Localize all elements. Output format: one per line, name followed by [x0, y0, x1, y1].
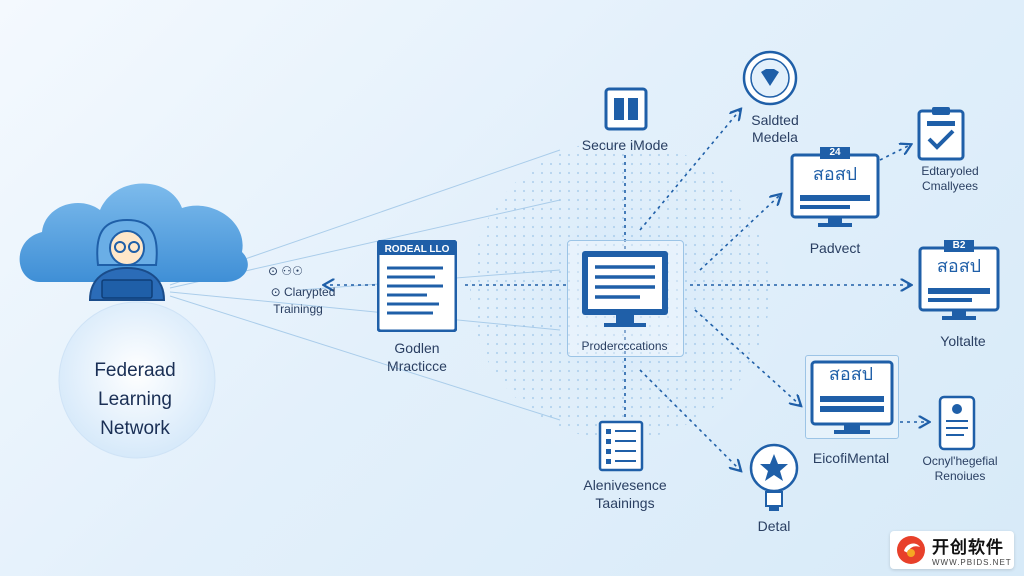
watermark-brand: 开创软件 [932, 538, 1004, 557]
hub-title-line-2: Learning [98, 389, 172, 410]
cloud-icon [19, 183, 248, 459]
training-label: Trainingg [273, 302, 323, 316]
clipboard-check-icon [915, 105, 967, 161]
monitor3-code: สอสป [828, 364, 874, 384]
golden-label: Godlen [394, 340, 440, 356]
monitor2-code: สอสป [936, 256, 982, 276]
emallyees-label: Cmallyees [921, 179, 978, 193]
encrypted-label: ⊙ Clarypted [270, 285, 336, 299]
hub-title-line-3: Network [100, 418, 170, 439]
brand-logo-icon [897, 536, 925, 564]
secure-module-icon [602, 85, 650, 133]
earlyroled-label: Edtaryoled [921, 164, 979, 178]
predictions-label: Prodercccations [581, 339, 668, 353]
document-icon [376, 239, 458, 333]
shield-badge-icon [741, 49, 799, 107]
award-badge-icon [748, 442, 800, 514]
monitor-icon [918, 240, 1000, 320]
watermark-logo: 开创软件 WWW.PBIDS.NET [890, 531, 1014, 569]
hub-title: Federaad Learning Network [60, 356, 210, 443]
mobile-device-icon [937, 395, 977, 451]
federated-hub [10, 170, 250, 470]
eicofimental-label: EicofiMental [812, 450, 890, 466]
document-header: RODEAL LLO [384, 244, 450, 255]
monitor-icon [810, 360, 894, 434]
monitor2-badge: B2 [952, 240, 966, 251]
hub-title-line-1: Federaad [94, 360, 176, 381]
detal-label: Detal [757, 518, 791, 534]
monitor-icon [790, 147, 880, 227]
monitor-padvect [790, 145, 880, 229]
medela-label: Medela [752, 129, 798, 145]
monitor-icon [582, 251, 668, 327]
ocryheferial-label: Ocnyl'hegefial [922, 454, 998, 468]
secure-mode-label: Secure iMode [581, 137, 669, 153]
checklist-icon [598, 420, 644, 472]
monitor-yoitalte [918, 238, 1000, 324]
yoitalte-label: Yoltalte [940, 333, 986, 349]
salted-label: Saldted [751, 112, 799, 128]
central-monitor [567, 240, 684, 357]
renolues-label: Renoiues [934, 469, 986, 483]
encrypted-icon-label: ⊙ ⚇☉ [268, 264, 303, 278]
watermark-url: WWW.PBIDS.NET [932, 558, 1012, 567]
aliveness-label: Alenivesence [583, 477, 667, 493]
practice-label: Mracticce [387, 358, 447, 374]
monitor1-badge: 24 [829, 147, 841, 158]
padvect-label: Padvect [809, 240, 861, 256]
monitor-eicofimental [805, 355, 899, 439]
trainings-label: Taainings [595, 495, 655, 511]
monitor1-code: สอสป [812, 164, 858, 184]
user-avatar-icon [88, 218, 166, 301]
